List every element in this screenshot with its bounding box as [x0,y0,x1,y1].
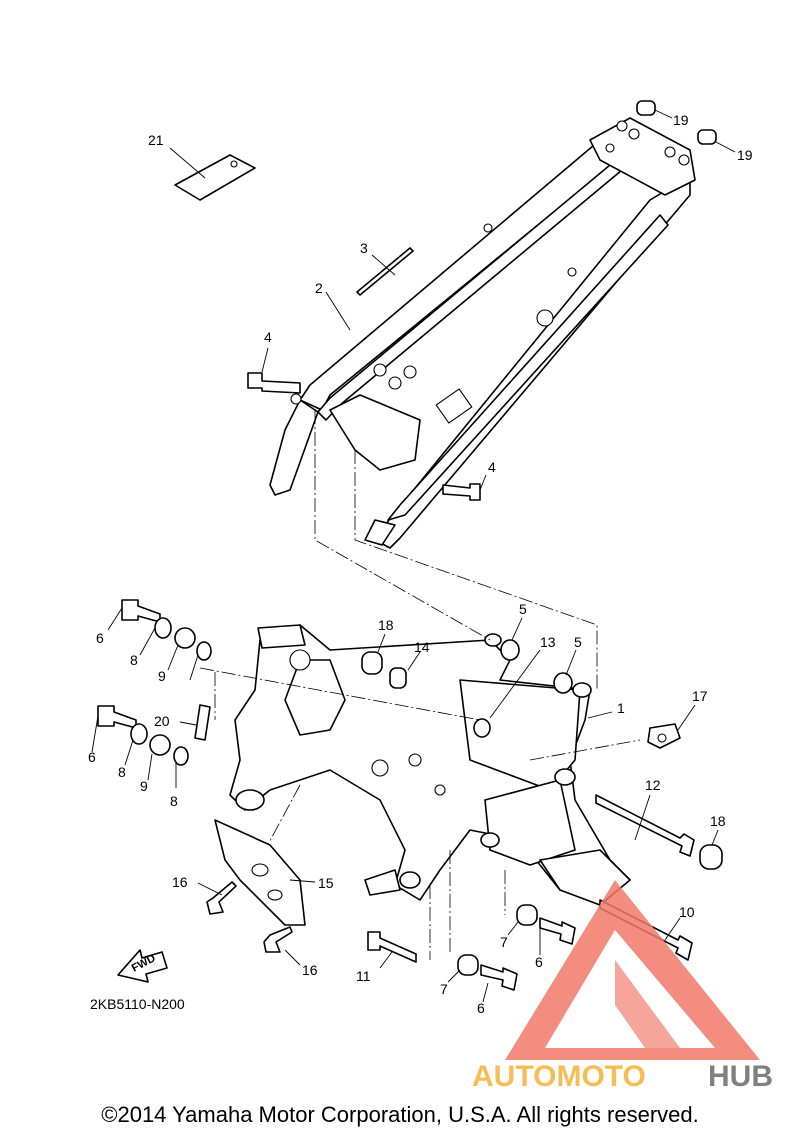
label-plate-21 [174,154,256,201]
callout-9-a: 9 [158,668,166,684]
callout-15: 15 [318,875,334,891]
watermark-logo: AUTOMOTO HUB [472,880,773,1093]
leader-lines [91,109,736,1003]
callout-16-lower: 16 [302,962,318,978]
nut-5-left [500,639,520,661]
callout-1: 1 [617,700,625,716]
callout-3: 3 [360,240,368,256]
callout-8-b: 8 [118,764,126,780]
plate-20 [194,704,211,741]
callout-18-upper: 18 [378,617,394,633]
spacer-8-a [154,617,172,639]
callout-6-a: 6 [96,630,104,646]
callout-4-right: 4 [488,459,496,475]
callout-11: 11 [356,968,371,984]
callout-10: 10 [679,904,695,920]
bolt-12 [595,794,695,857]
callout-16-upper: 16 [172,874,188,890]
callout-20: 20 [154,713,170,729]
watermark-triangle-icon [505,880,760,1060]
callout-8-a: 8 [130,652,138,668]
callout-8-c: 8 [170,793,178,809]
spacer-8-d [173,746,189,766]
callout-21: 21 [148,132,164,148]
callout-6-b: 6 [88,749,96,765]
bolt-4-right [442,483,481,501]
bolt-6-bottom [480,964,518,991]
callout-5-right: 5 [574,634,582,650]
spacer-8-c [130,723,148,745]
callout-2: 2 [315,280,323,296]
strip-3 [356,247,414,296]
callout-6-c: 6 [535,954,543,970]
washer-14 [389,667,407,689]
callout-9-b: 9 [140,778,148,794]
watermark-brand-part1: AUTOMOTO [472,1060,646,1093]
cap-19-right [697,129,717,145]
collar-9-a [174,627,196,649]
bolt-11 [367,931,417,963]
callouts: 1 2 3 4 4 5 5 6 6 6 6 7 7 8 8 8 9 9 10 1… [88,112,753,1016]
collar-9-b [149,734,171,756]
callout-19-upper: 19 [673,112,689,128]
bolt-6-upper-left [121,599,161,623]
bolt-6-lower-left [97,705,137,729]
collar-18-right [699,844,723,870]
diagram-code: 2KB5110-N200 [90,996,185,1012]
hardware [97,100,723,991]
callout-4-left: 4 [264,329,272,345]
callout-13: 13 [540,634,556,650]
callout-12: 12 [645,777,661,793]
callout-18-lower: 18 [710,813,726,829]
assembly-lines [199,410,641,960]
callout-7-a: 7 [500,934,508,950]
callout-6-d: 6 [477,1000,485,1016]
bolt-16-upper [206,881,237,915]
copyright-notice: ©2014 Yamaha Motor Corporation, U.S.A. A… [101,1102,699,1127]
nut-5-right [553,672,573,694]
fwd-arrow [117,949,168,983]
callout-7-b: 7 [440,981,448,997]
callout-5-left: 5 [519,601,527,617]
spacer-8-b [196,641,212,661]
callout-17: 17 [692,688,708,704]
callout-14: 14 [414,639,430,655]
collar-18-upper [361,651,383,675]
callout-19-lower: 19 [737,147,753,163]
main-frame [229,624,631,906]
bolt-16-lower [263,926,293,953]
bolt-6-middle [539,917,576,945]
cap-19-upper [636,100,656,116]
watermark-brand-part2: HUB [708,1060,773,1093]
bolt-4-left [247,372,301,394]
collar-7-lower [457,954,479,976]
nut-13 [473,718,491,738]
collar-7-upper [516,904,538,926]
rear-frame [269,117,696,549]
